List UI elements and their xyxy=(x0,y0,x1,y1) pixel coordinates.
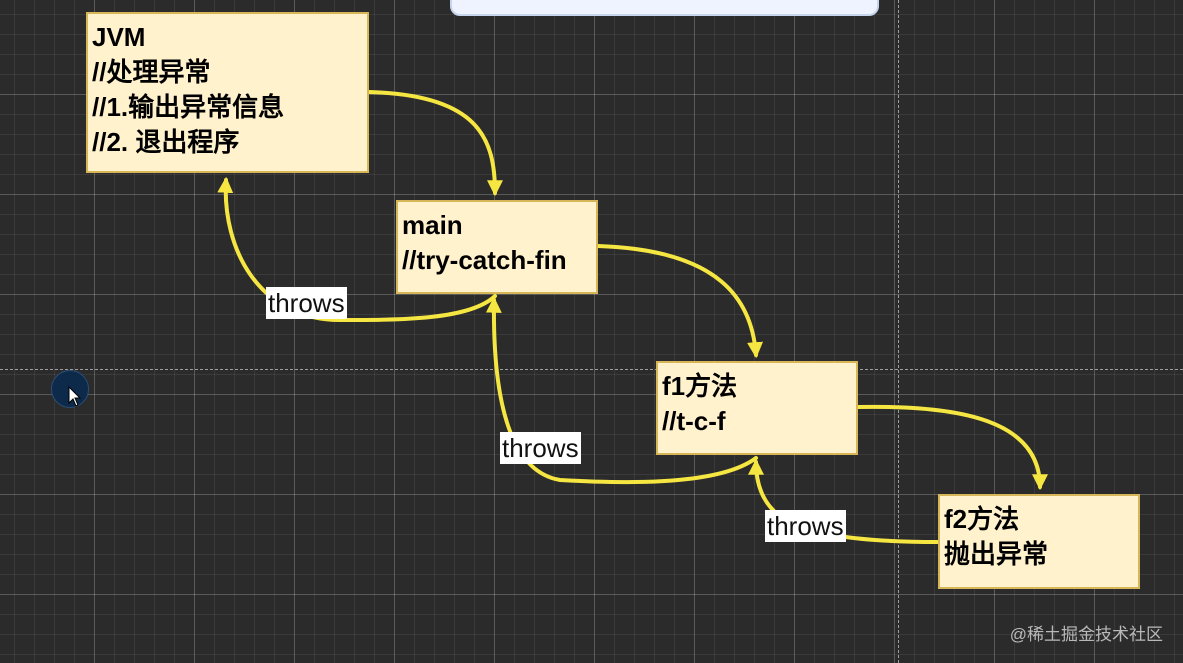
node-f1-line-2: //t-c-f xyxy=(662,406,726,436)
node-jvm-line-1: JVM xyxy=(92,22,146,52)
vertical-guide-line xyxy=(898,0,899,663)
node-f1[interactable]: f1方法 //t-c-f xyxy=(656,361,858,455)
arrow-main-to-f1 xyxy=(596,244,764,359)
node-f2-line-2: 抛出异常 xyxy=(944,539,1049,569)
node-jvm-line-3: //1.输出异常信息 xyxy=(92,92,285,122)
node-f2-line-1: f2方法 xyxy=(944,504,1020,534)
node-jvm-line-2: //处理异常 xyxy=(92,57,211,87)
edge-label-throws-f1-main[interactable]: throws xyxy=(500,432,581,464)
arrow-jvm-to-main xyxy=(367,90,503,197)
arrow-f1-to-f2 xyxy=(856,404,1048,491)
node-jvm-line-4: //2. 退出程序 xyxy=(92,127,240,157)
edge-label-throws-f2-f1[interactable]: throws xyxy=(765,510,846,542)
node-main-line-1: main xyxy=(402,210,463,240)
top-panel-tab[interactable] xyxy=(450,0,879,16)
node-jvm[interactable]: JVM //处理异常 //1.输出异常信息 //2. 退出程序 xyxy=(86,12,369,173)
horizontal-guide-line xyxy=(0,369,1183,370)
mouse-pointer-icon xyxy=(68,386,82,407)
throws-arrow-main-to-jvm xyxy=(217,176,497,323)
throws-arrow-f1-to-main xyxy=(485,296,758,485)
node-f1-line-1: f1方法 xyxy=(662,371,738,401)
node-main-line-2: //try-catch-fin xyxy=(402,245,567,275)
watermark: @稀土掘金技术社区 xyxy=(1009,625,1163,644)
edge-label-throws-main-jvm[interactable]: throws xyxy=(266,287,347,319)
node-main[interactable]: main //try-catch-fin xyxy=(396,200,598,294)
node-f2[interactable]: f2方法 抛出异常 xyxy=(938,494,1140,589)
